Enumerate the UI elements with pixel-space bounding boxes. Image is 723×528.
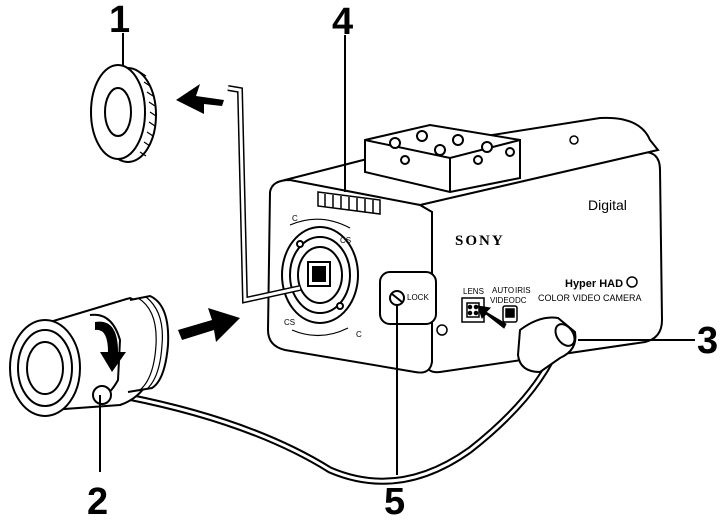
remove-cap-path (176, 84, 301, 304)
callout-5: 5 (384, 481, 405, 523)
lock-label: LOCK (407, 293, 429, 302)
rotate-arrow (95, 321, 126, 372)
connector-panel (461, 297, 485, 323)
callout-2: 2 (87, 481, 108, 523)
tagline-label: COLOR VIDEO CAMERA (538, 293, 642, 303)
iris-label: IRIS (515, 286, 531, 295)
mount-c-label: C (292, 214, 298, 223)
lens[interactable] (9, 294, 170, 417)
mount-cap[interactable] (90, 64, 157, 163)
video-label: VIDEO (490, 296, 515, 305)
lens-cable (117, 338, 564, 485)
auto-label: AUTO (492, 286, 514, 295)
sensor-label: Hyper HAD (565, 278, 623, 290)
auto-iris-switch[interactable] (502, 305, 518, 323)
plug-in-arrow (477, 305, 507, 329)
lock-screw-panel (379, 271, 437, 325)
attach-lens-arrow (178, 308, 240, 342)
back-focus-adjust-ring[interactable] (317, 191, 381, 215)
lens-mount (281, 218, 359, 337)
lens-cable-plug[interactable] (516, 316, 578, 374)
lens-connector-label: LENS (463, 287, 484, 296)
model-label: Digital (588, 197, 627, 213)
callout-3: 3 (697, 320, 718, 362)
callout-1: 1 (109, 0, 130, 41)
side-screws (436, 135, 638, 336)
mount-cs-label-lower: CS (284, 318, 295, 327)
callout-4: 4 (332, 1, 353, 43)
mount-c-label-lower: C (356, 330, 362, 339)
brand-logo: SONY (455, 233, 505, 249)
top-mounting-plate (364, 123, 521, 194)
dc-label: DC (515, 296, 527, 305)
mount-cs-label: CS (340, 236, 351, 245)
